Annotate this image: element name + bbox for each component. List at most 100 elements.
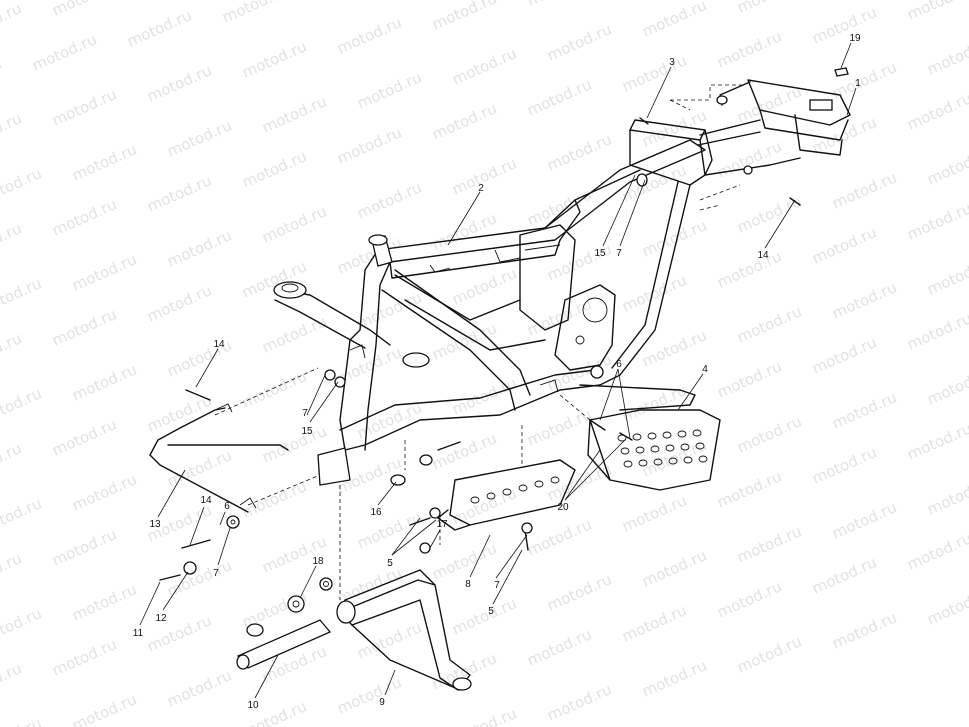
watermark-text: motod.ru — [334, 13, 404, 57]
footrest-hole — [502, 488, 512, 496]
watermark-text: motod.ru — [619, 271, 689, 315]
watermark-text: motod.ru — [0, 109, 24, 153]
watermark-text: motod.ru — [429, 209, 499, 253]
watermark-text: motod.ru — [0, 0, 24, 44]
footrest-hole — [623, 460, 633, 468]
watermark-text: motod.ru — [714, 467, 784, 511]
watermark-text: motod.ru — [924, 364, 969, 408]
callout-19: 19 — [849, 33, 861, 44]
footrest-hole — [638, 459, 648, 467]
footrest-hole — [620, 447, 630, 455]
watermark-text: motod.ru — [714, 27, 784, 71]
watermark-text: motod.ru — [714, 357, 784, 401]
footrest-hole — [665, 444, 675, 452]
callout-13: 13 — [149, 519, 161, 530]
callout-7-lower: 7 — [213, 568, 219, 579]
watermark-text: motod.ru — [69, 140, 139, 184]
footrest-hole — [695, 442, 705, 450]
watermark-text: motod.ru — [164, 556, 234, 600]
callout-11: 11 — [133, 628, 144, 639]
watermark-text: motod.ru — [69, 690, 139, 727]
watermark-text: motod.ru — [449, 264, 519, 308]
footrest-hole — [650, 445, 660, 453]
callout-10: 10 — [247, 700, 259, 711]
watermark-text: motod.ru — [449, 44, 519, 88]
footrest-hole — [677, 430, 687, 438]
watermark-text: motod.ru — [734, 302, 804, 346]
watermark-text: motod.ru — [904, 309, 969, 353]
watermark-text: motod.ru — [49, 85, 119, 129]
watermark-text: motod.ru — [49, 525, 119, 569]
watermark-text: motod.ru — [809, 333, 879, 377]
callout-18: 18 — [312, 556, 324, 567]
footrest-hole — [632, 433, 642, 441]
callout-2: 2 — [478, 183, 484, 194]
watermark-text: motod.ru — [69, 360, 139, 404]
watermark-text: motod.ru — [334, 123, 404, 167]
watermark-text: motod.ru — [904, 419, 969, 463]
watermark-text: motod.ru — [809, 113, 879, 157]
callout-1: 1 — [855, 78, 861, 89]
watermark-text: motod.ru — [259, 312, 329, 356]
watermark-text: motod.ru — [734, 522, 804, 566]
watermark-text: motod.ru — [524, 75, 594, 119]
watermark-text: motod.ru — [0, 329, 24, 373]
pin-19 — [834, 67, 849, 77]
callout-5-right: 5 — [488, 606, 494, 617]
watermark-text: motod.ru — [734, 192, 804, 236]
footrest-hole — [617, 434, 627, 442]
watermark-text: motod.ru — [0, 604, 44, 648]
watermark-text: motod.ru — [639, 546, 709, 590]
footrest-hole — [692, 429, 702, 437]
footrest-hole — [550, 476, 560, 484]
watermark-text: motod.ru — [259, 532, 329, 576]
watermark-text: motod.ru — [734, 632, 804, 676]
callout-7-right: 7 — [494, 580, 500, 591]
callout-16: 16 — [370, 507, 382, 518]
footrest-hole — [683, 456, 693, 464]
watermark-text: motod.ru — [164, 446, 234, 490]
footrest-hole — [668, 457, 678, 465]
main-frame — [273, 119, 713, 486]
watermark-text: motod.ru — [164, 226, 234, 270]
footrest-hole — [653, 458, 663, 466]
callout-8: 8 — [465, 579, 471, 590]
footrest-hole — [534, 480, 544, 488]
watermark-text: motod.ru — [639, 216, 709, 260]
rear-rack-part — [697, 79, 851, 176]
watermark-text: motod.ru — [639, 656, 709, 700]
watermark-text: motod.ru — [144, 281, 214, 325]
watermark-text: motod.ru — [314, 0, 384, 3]
callout-4: 4 — [702, 364, 708, 375]
watermark-text: motod.ru — [809, 443, 879, 487]
callout-15-upper: 15 — [594, 248, 606, 259]
watermark-text: motod.ru — [354, 618, 424, 662]
watermark-text: motod.ru — [429, 0, 499, 34]
callout-7-upper: 7 — [616, 248, 622, 259]
watermark-text: motod.ru — [524, 625, 594, 669]
watermark-text: motod.ru — [0, 219, 24, 263]
watermark-text: motod.ru — [259, 92, 329, 136]
watermark-text: motod.ru — [619, 161, 689, 205]
footrest-hole — [486, 492, 496, 500]
watermark-text: motod.ru — [734, 412, 804, 456]
watermark-text: motod.ru — [829, 608, 899, 652]
callout-labels: 19 1 3 2 15 7 14 4 6 14 7 15 13 14 6 7 1… — [133, 33, 861, 711]
watermark-text: motod.ru — [714, 137, 784, 181]
watermark-text: motod.ru — [429, 99, 499, 143]
footrest-bar-13 — [149, 403, 289, 513]
watermark-text: motod.ru — [809, 223, 879, 267]
watermark-text: motod.ru — [619, 491, 689, 535]
callout-9: 9 — [379, 697, 385, 708]
pivot-shaft-10 — [236, 619, 332, 670]
watermark-text: motod.ru — [544, 460, 614, 504]
watermark-text: motod.ru — [49, 415, 119, 459]
hardware — [159, 117, 801, 613]
watermark-text: motod.ru — [544, 680, 614, 724]
watermark-text: motod.ru — [904, 0, 969, 24]
watermark-text: motod.ru — [924, 34, 969, 78]
watermark-text: motod.ru — [734, 0, 804, 17]
watermark-text: motod.ru — [429, 319, 499, 363]
footrest-hole — [662, 431, 672, 439]
